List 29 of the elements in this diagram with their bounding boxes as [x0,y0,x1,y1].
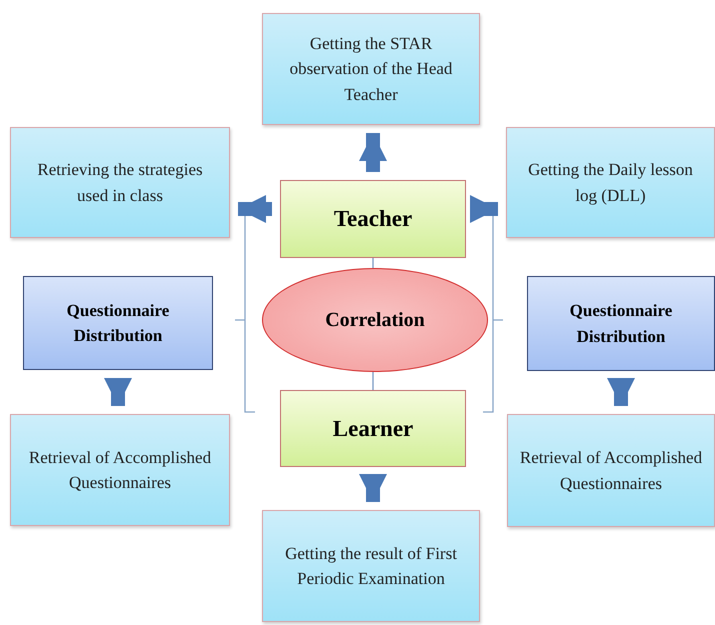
process-box [262,510,480,622]
box-text: Retrieval of Accomplished Questionnaires [28,446,212,494]
box-text: Getting the STAR observation of the Head Teacher [288,32,454,106]
connector-line [372,258,374,268]
box-heading: Teacher [334,206,412,232]
box-text: Retrieving the strategies used in class [36,159,204,206]
box-heading: Questionnaire Distribution [66,300,170,347]
block-arrow [607,378,635,406]
process-box [10,127,230,238]
box-text: Getting the Daily lesson log (DLL) [527,159,694,207]
block-arrow [359,474,387,502]
box-text: Getting the result of First Periodic Examination [284,542,458,590]
block-arrow [104,378,132,406]
box-heading: Questionnaire Distribution [568,300,674,348]
process-box [506,127,715,238]
process-box [10,414,230,526]
connector-line [372,372,374,390]
block-arrow [359,133,387,172]
process-box [280,390,466,467]
node-heading: Correlation [325,308,425,332]
process-box [262,13,480,125]
box-text: Retrieval of Accomplished Questionnaires [518,447,704,494]
process-box [507,414,715,527]
process-box [527,276,715,371]
box-heading: Learner [332,416,414,442]
process-box [23,276,213,370]
process-box [280,180,466,258]
block-arrow [470,195,498,223]
block-arrow [238,195,272,223]
